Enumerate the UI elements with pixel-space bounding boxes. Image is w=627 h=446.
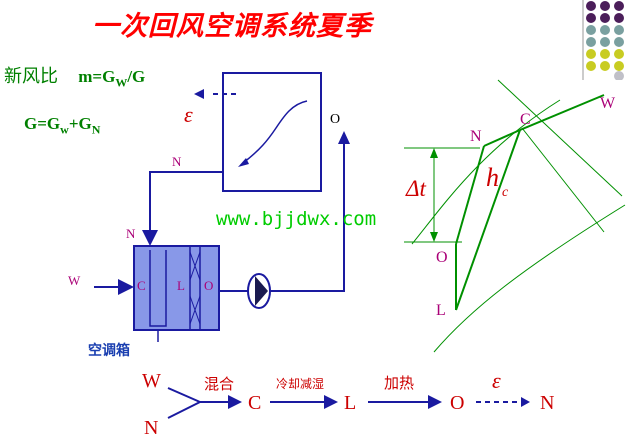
- return-air-label-n: N: [172, 154, 182, 169]
- coil-hatch-4: [189, 295, 201, 325]
- fresh-air-ratio-label: 新风比: [4, 66, 58, 87]
- psychro-point-n: N: [470, 128, 482, 145]
- decorative-dot: [614, 49, 624, 59]
- supply-arrowhead: [338, 131, 350, 144]
- decorative-dot: [600, 13, 610, 23]
- hc-subscript: c: [502, 185, 509, 200]
- decorative-dot: [614, 61, 624, 71]
- psychro-point-l: L: [436, 302, 446, 319]
- g-subscript-n: N: [91, 122, 101, 137]
- dot-group: [586, 1, 624, 80]
- decorative-dot: [614, 1, 624, 11]
- psychro-point-c: C: [520, 111, 531, 128]
- decorative-dot: [586, 61, 596, 71]
- ahu-label-c: C: [137, 278, 146, 293]
- hc-label: h: [486, 163, 499, 192]
- decorative-dot: [600, 25, 610, 35]
- process-merge-w: [167, 387, 201, 403]
- return-air-label-n-2: N: [126, 226, 136, 241]
- decorative-dot: [614, 13, 624, 23]
- mixing-line-nc: [483, 129, 521, 147]
- saturation-curve-upper: [411, 99, 561, 245]
- decorative-dot: [586, 37, 596, 47]
- fan-impeller-icon: [255, 276, 268, 306]
- epsilon-arrowhead: [194, 89, 204, 99]
- decorative-dot: [600, 37, 610, 47]
- g-formula: G=Gw+GN: [24, 114, 100, 137]
- psychro-point-o: O: [436, 249, 448, 266]
- mixing-chamber-inner: [149, 250, 167, 327]
- room-supply-label-o: O: [330, 112, 340, 127]
- epsilon-symbol-schematic: ε: [184, 102, 193, 127]
- diagram-title: 一次回风空调系统夏季: [92, 11, 372, 42]
- process-w: W: [142, 370, 161, 392]
- enthalpy-line: [497, 79, 623, 197]
- process-o: O: [450, 392, 464, 414]
- outdoor-air-label-w: W: [68, 273, 81, 288]
- m-expression: m=G: [78, 67, 116, 86]
- ahu-label-l: L: [177, 278, 185, 293]
- decorative-dot: [600, 1, 610, 11]
- supply-line-no: [455, 145, 485, 245]
- psychro-point-w: W: [600, 95, 616, 112]
- process-epsilon-arrowhead: [521, 397, 530, 407]
- g-subscript-w: w: [60, 122, 69, 137]
- m-tail: /G: [127, 67, 146, 86]
- decorative-dot: [600, 49, 610, 59]
- delta-t-label: Δt: [405, 176, 426, 201]
- decorative-dot: [586, 49, 596, 59]
- ahu-label-o: O: [204, 278, 213, 293]
- g-mid: +G: [68, 114, 92, 133]
- process-cool-label: 冷却减湿: [276, 376, 324, 391]
- decorative-dot: [614, 37, 624, 47]
- room-process-curve: [242, 100, 308, 164]
- return-air-duct: [142, 171, 223, 246]
- decorative-dot: [600, 61, 610, 71]
- process-c: C: [248, 392, 261, 414]
- decorative-dot: [586, 25, 596, 35]
- delta-t-arrow-top: [430, 148, 438, 158]
- process-merge-n: [167, 401, 201, 419]
- delta-t-arrow-bottom: [430, 232, 438, 242]
- enthalpy-line-hc: [521, 127, 605, 233]
- air-handling-unit: [133, 245, 220, 331]
- decorative-dot: [614, 71, 624, 80]
- process-l: L: [344, 392, 356, 414]
- supply-air-duct: [270, 133, 345, 292]
- process-n: N: [144, 417, 158, 439]
- process-n-end: N: [540, 392, 554, 414]
- watermark-url: www.bjjdwx.com: [216, 208, 377, 230]
- m-subscript: W: [115, 75, 128, 90]
- cooling-line-cl: [455, 129, 521, 311]
- coil-hatch-2: [189, 251, 201, 281]
- room-curve-arrowhead: [238, 158, 249, 167]
- fresh-air-ratio-formula: 新风比 m=GW/G: [4, 62, 145, 90]
- decorative-dot: [586, 13, 596, 23]
- ahu-caption: 空调箱: [88, 343, 130, 359]
- decorative-dot-grid: [582, 0, 624, 80]
- process-heat-label: 加热: [384, 374, 414, 392]
- mixing-line-cw: [519, 94, 605, 131]
- process-epsilon: ε: [492, 368, 501, 393]
- room-box: [222, 72, 322, 192]
- process-mix-label: 混合: [204, 375, 234, 393]
- saturation-curve-lower: [433, 204, 626, 353]
- decorative-dot: [614, 25, 624, 35]
- g-expression: G=G: [24, 114, 61, 133]
- decorative-dot: [586, 1, 596, 11]
